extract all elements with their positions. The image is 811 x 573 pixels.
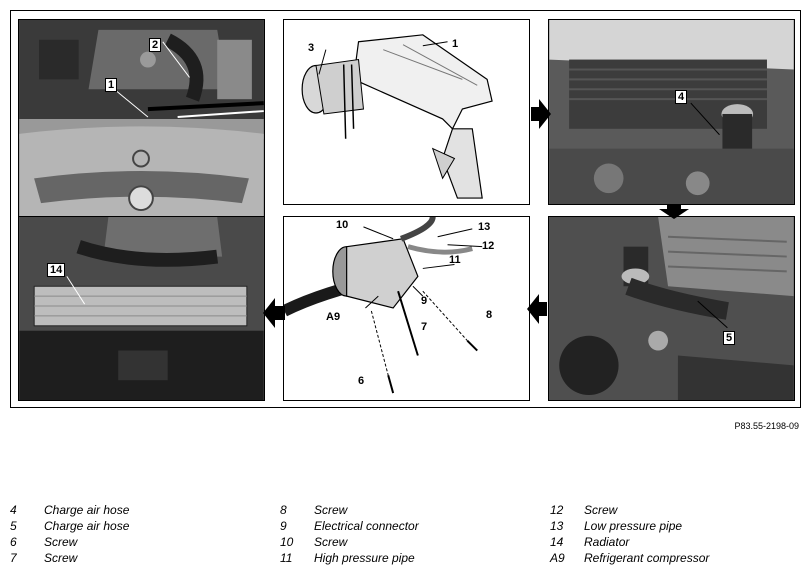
callout-13: 13 [478, 221, 491, 233]
compressor-illustration [284, 217, 483, 394]
arrow-left-icon [527, 294, 547, 324]
callout-3: 3 [308, 42, 315, 54]
callout-1b: 1 [452, 38, 459, 50]
callout-9: 9 [421, 295, 428, 307]
callout-1: 1 [105, 78, 118, 92]
callout-8: 8 [486, 309, 493, 321]
callout-a9: A9 [326, 311, 341, 323]
callout-2: 2 [149, 38, 162, 52]
callout-11: 11 [449, 254, 461, 266]
callout-10: 10 [336, 219, 349, 231]
radiator-illustration [19, 217, 264, 400]
figure-reference: P83.55-2198-09 [734, 421, 799, 431]
lower-hose-illustration [549, 217, 794, 400]
callout-4: 4 [675, 90, 688, 104]
arrow-down-icon [659, 205, 689, 219]
arrow-left-icon-2 [263, 298, 285, 328]
drawing-refrigerant-compressor: 10 13 12 11 A9 9 8 7 6 [283, 216, 530, 401]
callout-5: 5 [723, 331, 736, 345]
photo-radiator: 14 [18, 216, 265, 401]
callout-7: 7 [421, 321, 428, 333]
photo-engine-bay: 2 1 [18, 19, 265, 217]
callout-14: 14 [47, 263, 66, 277]
callout-12: 12 [482, 240, 495, 252]
engine-bay-illustration [19, 20, 264, 216]
arrow-right-icon [531, 99, 551, 129]
callout-6: 6 [358, 375, 365, 387]
charge-air-hose-illustration [301, 34, 493, 199]
photo-charge-air-hose-5: 5 [548, 216, 795, 401]
photo-charge-air-hose-4: 4 [548, 19, 795, 205]
air-intake-illustration [549, 20, 794, 204]
figure-frame: 2 1 3 1 4 [10, 10, 801, 408]
drawing-charge-air-hose: 3 1 [283, 19, 530, 205]
